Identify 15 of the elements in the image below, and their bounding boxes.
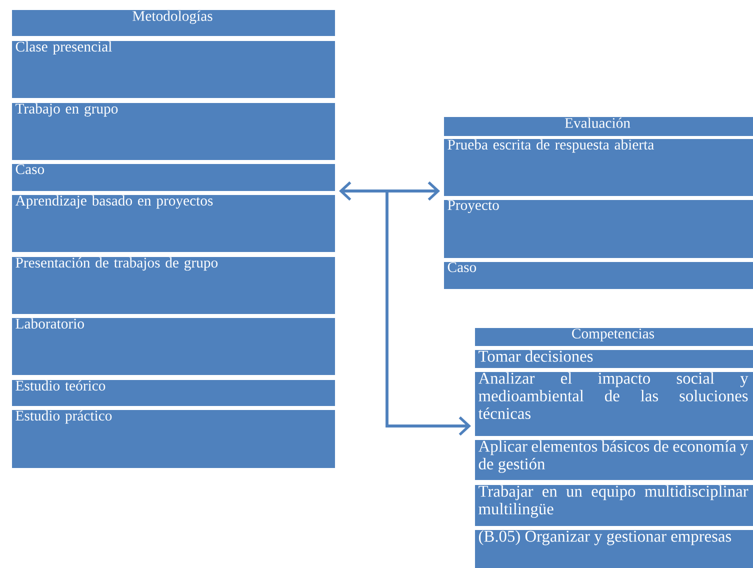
arrow (339, 181, 440, 201)
table-cell: Trabajo en grupo (10, 101, 337, 162)
table-cell: Aprendizaje basado en proyectos (10, 193, 337, 254)
table-cell: Estudio teórico (10, 378, 337, 408)
table-header: Evaluación (442, 115, 753, 138)
table-cell: Aplicar elementos básicos de economía y de gestión (473, 438, 753, 482)
table-cell: Tomar decisiones (473, 348, 753, 370)
table-cell: Trabajar en un equipo multidisciplinar multilingüe (473, 483, 753, 528)
arrow (386, 190, 471, 436)
table-header: Competencias (473, 326, 753, 348)
table-cell: (B.05) Organizar y gestionar empresas (473, 528, 753, 568)
table-cell: Presentación de trabajos de grupo (10, 255, 337, 316)
table-cell: Caso (442, 260, 753, 291)
table-header: Metodologías (10, 8, 337, 38)
table-cell: Caso (10, 162, 337, 193)
